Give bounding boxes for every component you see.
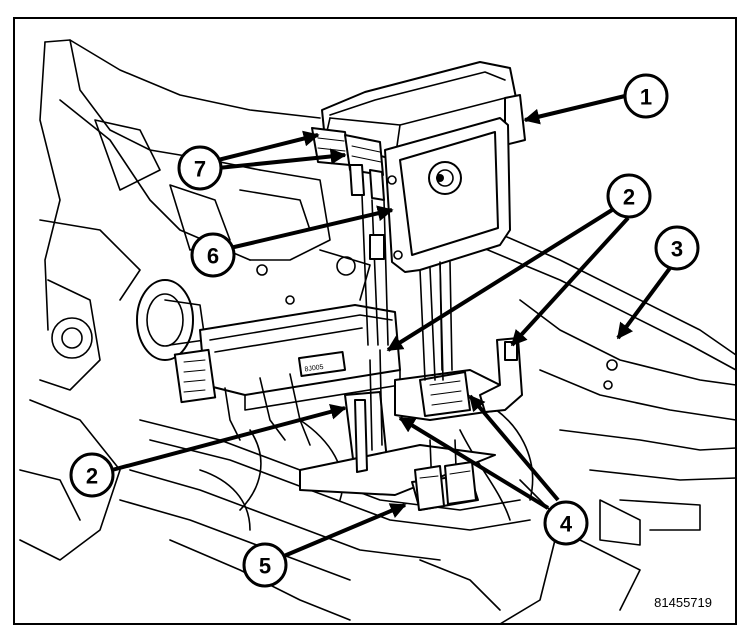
callout-5: 5 — [242, 542, 288, 588]
leader-2a-left — [386, 208, 614, 352]
control-module — [311, 61, 526, 381]
leader-1 — [523, 94, 626, 125]
callout-2-upper: 2 — [606, 173, 652, 219]
junction-block: 8J005 — [173, 304, 401, 446]
leader-7b — [217, 148, 347, 170]
vehicle-structure-lineart — [19, 39, 737, 625]
callout-2-lower-label: 2 — [86, 464, 98, 489]
leader-7a — [217, 130, 320, 162]
callout-2-lower: 2 — [69, 452, 115, 498]
module-part-label: 8J005 — [304, 364, 324, 374]
callout-2-upper-label: 2 — [623, 185, 635, 210]
callout-1-label: 1 — [640, 85, 652, 110]
leader-6 — [229, 205, 394, 250]
leader-4a — [398, 416, 550, 510]
leader-2b — [111, 403, 347, 472]
callout-leaders — [111, 94, 672, 558]
callout-7: 7 — [177, 145, 223, 191]
callout-4-label: 4 — [560, 512, 573, 537]
figure-code: 81455719 — [654, 595, 712, 610]
callout-3-label: 3 — [671, 237, 683, 262]
leader-5 — [283, 503, 407, 558]
callout-5-label: 5 — [259, 554, 271, 579]
leader-3 — [616, 266, 672, 340]
callout-7-label: 7 — [194, 157, 206, 182]
mounting-bracket — [299, 259, 523, 496]
leader-2a-right — [510, 216, 630, 347]
callout-6: 6 — [190, 232, 236, 278]
callout-6-label: 6 — [207, 244, 219, 269]
lower-connector — [411, 461, 479, 511]
callout-3: 3 — [654, 225, 700, 271]
callout-1: 1 — [623, 73, 669, 119]
callout-4: 4 — [543, 500, 589, 546]
leader-4b — [468, 394, 560, 502]
